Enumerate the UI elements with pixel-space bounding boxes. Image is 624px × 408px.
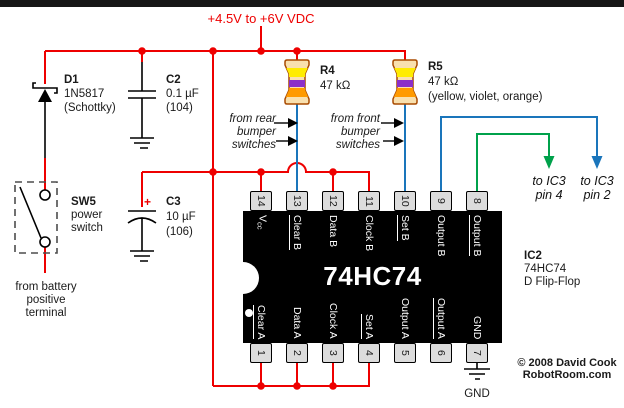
c3-value: 10 µF [166,211,196,223]
pin-6: 6 [430,343,452,363]
r5-designator: R5 [428,61,443,73]
green-signal-wire [476,133,550,191]
junction-dots [138,47,337,390]
pin5-signal: Output A [399,298,411,339]
r5-resistor-icon [392,59,418,105]
pin3-signal: Clock A [327,303,339,339]
d1-designator: D1 [64,74,79,86]
front-bumper-arrows [381,118,404,146]
d1-label: D1 1N5817 (Schottky) [64,73,116,115]
c3-ground-icon [130,250,154,262]
sw5-label: SW5 power switch [71,196,103,235]
to-ic3-pin2-note: to IC3 pin 2 [580,174,614,202]
chip-notch [227,262,259,294]
copyright: © 2008 David Cook RobotRoom.com [517,357,617,381]
c2-designator: C2 [166,74,181,86]
pin13-signal: Clear B [289,215,303,251]
pin12-signal: Data B [327,215,339,248]
c3-designator: C3 [166,196,181,208]
power-wires [44,26,406,387]
green-arrowhead [543,156,555,169]
chip-part-number: 74HC74 [323,261,422,291]
pin14-signal: Vcc [255,215,269,230]
r4-designator: R4 [320,65,335,77]
r5-bands: (yellow, violet, orange) [428,91,543,103]
pin-7: 7 [466,343,488,363]
ic2-chip-body: 74HC74 Vcc Clear B Data B Clock B Set B … [243,211,502,343]
pin7-ground-icon [464,363,490,380]
c2-code: (104) [166,102,193,114]
pin2-signal: Data A [291,307,303,339]
c3-capacitor-symbol [127,210,157,262]
pin11-signal: Clock B [363,215,375,252]
window-top-bar [0,0,624,7]
pin1-signal: Clear A [253,304,267,339]
ic2-desc: D Flip-Flop [524,276,581,288]
rear-bumper-note: from rear bumper switches [229,113,276,151]
pin-14: 14 [250,191,272,211]
pin-13: 13 [286,191,308,211]
gnd-label: GND [464,388,490,400]
c3-polarity-plus: + [144,195,152,209]
pin7-signal: GND [471,315,483,339]
c2-label: C2 0.1 µF (104) [166,73,199,115]
d1-type: (Schottky) [64,102,116,114]
ic2-part: 74HC74 [524,263,567,275]
pin6-signal: Output A [433,298,447,339]
pin-10: 10 [394,191,416,211]
pin10-signal: Set B [397,215,411,241]
c3-label: C3 10 µF (106) [166,195,196,240]
sw5-desc-1: power [71,209,103,221]
c3-code: (106) [166,226,193,238]
power-rail-label: +4.5V to +6V VDC [207,11,315,26]
pin-5: 5 [394,343,416,363]
ic2-designator: IC2 [524,250,542,262]
battery-note: from battery positive terminal [15,281,77,319]
blue-arrowhead [591,156,603,169]
pin8-signal: Output B [469,215,483,257]
pin4-signal: Set A [361,313,375,339]
d1-diode-symbol [32,82,58,158]
pin-3: 3 [322,343,344,363]
d1-part-number: 1N5817 [64,88,105,100]
pin-2: 2 [286,343,308,363]
to-ic3-pin4-note: to IC3 pin 4 [532,174,566,202]
ic2-label: IC2 74HC74 D Flip-Flop [524,250,580,289]
rear-bumper-arrows [274,118,298,146]
c2-value: 0.1 µF [166,88,199,100]
blue-signal-wires [296,104,598,191]
pin-11: 11 [358,191,380,211]
sw5-designator: SW5 [71,196,96,208]
pin-4: 4 [358,343,380,363]
pin-9: 9 [430,191,452,211]
sw5-switch-symbol [14,181,58,254]
c2-capacitor-symbol [128,62,156,149]
pin9-signal: Output B [435,215,447,257]
r4-resistor-icon [284,59,310,105]
pin-1: 1 [250,343,272,363]
r4-label: R4 47 kΩ [320,64,350,94]
r5-label: R5 47 kΩ (yellow, violet, orange) [428,60,542,105]
pin-12: 12 [322,191,344,211]
c2-ground-icon [130,137,154,149]
sw5-desc-2: switch [71,222,103,234]
r4-value: 47 kΩ [320,80,351,92]
front-bumper-note: from front bumper switches [330,113,380,151]
pin-8: 8 [466,191,488,211]
r5-value: 47 kΩ [428,76,459,88]
chip-pin1-dot [245,309,253,317]
